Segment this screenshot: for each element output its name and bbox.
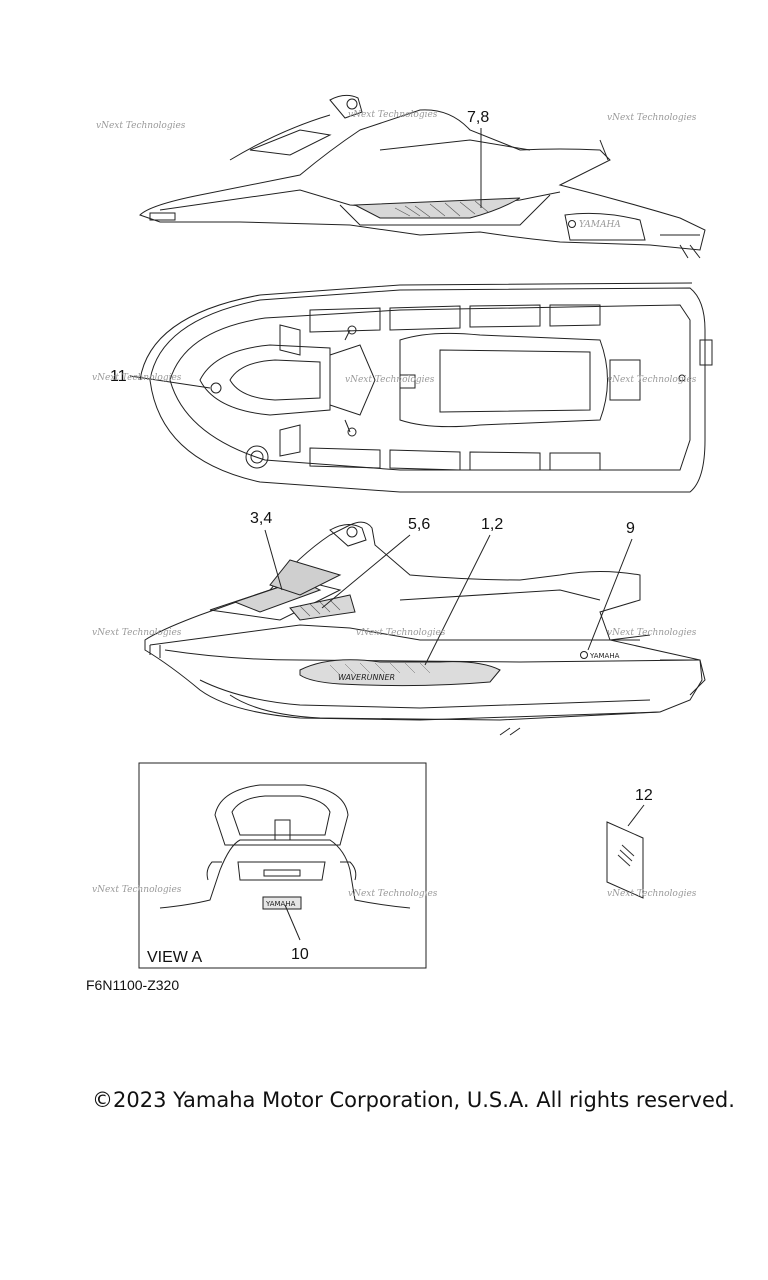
view-a-panel: YAMAHA 10 VIEW A xyxy=(138,762,427,969)
callout-5-6: 5,6 xyxy=(321,516,430,609)
callout-label-3-4: 3,4 xyxy=(250,510,272,527)
watermark-text: vNext Technologies xyxy=(345,375,435,385)
view-a-label: VIEW A xyxy=(147,949,202,966)
side-view-lower: WAVERUNNER YAMAHA xyxy=(144,521,706,736)
watermark-text: vNext Technologies xyxy=(607,375,697,385)
figure-code: F6N1100-Z320 xyxy=(86,977,180,993)
top-view xyxy=(139,282,713,493)
callout-label-5-6: 5,6 xyxy=(408,516,430,533)
callout-12: 12 xyxy=(606,787,653,899)
side-view-upper: YAMAHA xyxy=(139,94,706,259)
callout-7-8: 7,8 xyxy=(467,109,489,208)
watermark-text: vNext Technologies xyxy=(607,113,697,123)
callout-1-2: 1,2 xyxy=(424,516,503,666)
callout-label-10: 10 xyxy=(291,946,309,963)
copyright-notice: ©2023 Yamaha Motor Corporation, U.S.A. A… xyxy=(92,1088,735,1112)
yamaha-decal-text: YAMAHA xyxy=(579,220,621,230)
callout-11: 11 xyxy=(110,368,211,389)
callout-label-1-2: 1,2 xyxy=(481,516,503,533)
watermark-text: vNext Technologies xyxy=(92,373,182,383)
watermarks: vNext Technologies vNext Technologies vN… xyxy=(92,110,697,899)
watermark-text: vNext Technologies xyxy=(92,628,182,638)
watermark-text: vNext Technologies xyxy=(96,121,186,131)
callout-label-12: 12 xyxy=(635,787,653,804)
callout-9: 9 xyxy=(587,520,635,651)
waverunner-decal-text: WAVERUNNER xyxy=(338,673,395,682)
callout-label-9: 9 xyxy=(626,520,635,537)
watermark-text: vNext Technologies xyxy=(348,889,438,899)
callout-3-4: 3,4 xyxy=(250,510,283,591)
yamaha-decal-text-lower: YAMAHA xyxy=(589,652,620,660)
watermark-text: vNext Technologies xyxy=(607,889,697,899)
watermark-text: vNext Technologies xyxy=(348,110,438,120)
callout-label-7-8: 7,8 xyxy=(467,109,489,126)
watermark-text: vNext Technologies xyxy=(607,628,697,638)
callout-label-11: 11 xyxy=(110,368,127,385)
watermark-text: vNext Technologies xyxy=(92,885,182,895)
yamaha-decal-text-rear: YAMAHA xyxy=(265,900,296,908)
watermark-text: vNext Technologies xyxy=(356,628,446,638)
